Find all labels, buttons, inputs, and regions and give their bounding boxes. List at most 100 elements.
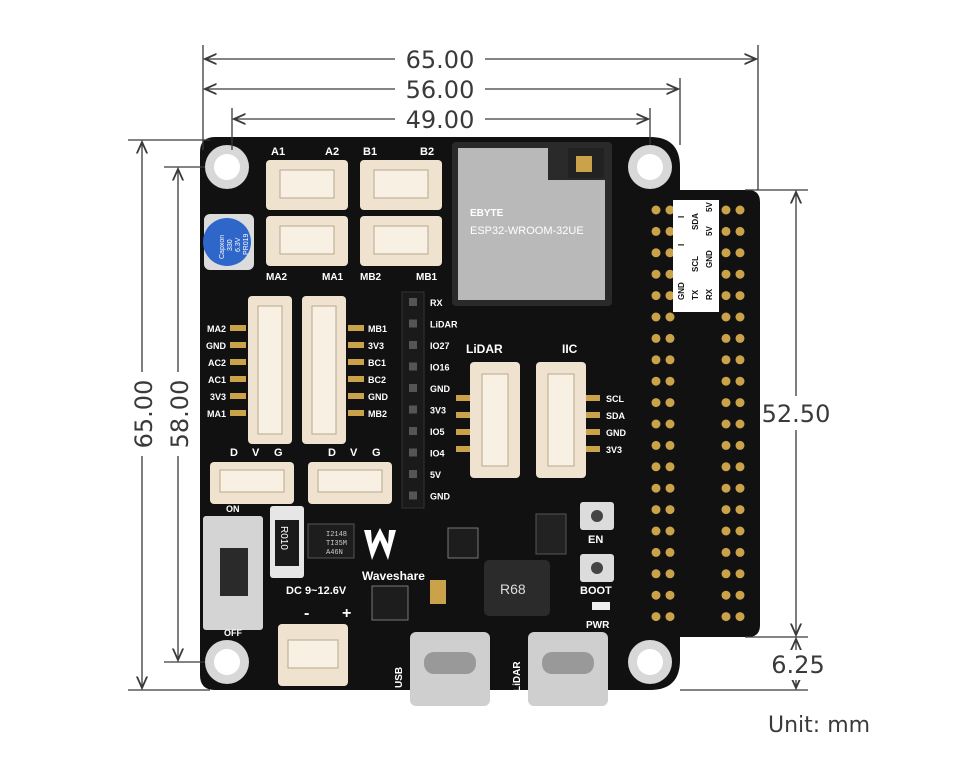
dc-power-connector — [278, 624, 348, 686]
gpio-pin — [665, 333, 675, 343]
left-pin-pad — [230, 359, 246, 365]
chip-text-3: A46N — [326, 549, 343, 557]
motor-ports: A1 A2 B1 B2 MA2 MA1 MB2 MB1 — [266, 146, 442, 283]
gpio-pin — [735, 291, 745, 301]
gpio-table-label: 5V — [705, 202, 714, 212]
current-sense-chip: I2148 TI35M A46N — [307, 523, 355, 559]
boot-button-label: BOOT — [580, 585, 612, 597]
gpio-pin — [651, 333, 661, 343]
polarity-plus: + — [342, 605, 351, 622]
chip-text-1: I2148 — [326, 531, 347, 539]
lidar-usb-port-label: LiDAR — [512, 661, 523, 692]
pwr-led: PWR — [586, 602, 610, 631]
right-pin-pad — [348, 359, 364, 365]
gpio-pin — [721, 590, 731, 600]
iic-pin-pad — [586, 429, 600, 435]
header-pin-label: GND — [430, 384, 451, 394]
header-pin-label: IO5 — [430, 427, 445, 437]
gpio-pin — [721, 569, 731, 579]
header-pin-label: IO27 — [430, 341, 450, 351]
left-pin-label: AC2 — [208, 358, 226, 368]
gpio-pin — [735, 590, 745, 600]
lidar-pin-pad — [456, 395, 470, 401]
gpio-pin — [721, 248, 731, 258]
waveshare-logo: Waveshare — [362, 528, 425, 583]
gpio-pin — [721, 612, 731, 622]
power-inductor: R68 — [484, 560, 550, 616]
dim-right-bottom: 6.25 — [771, 651, 824, 679]
left-pin-label: MA1 — [207, 409, 226, 419]
servo1-v: V — [252, 447, 260, 459]
label-a2: A2 — [325, 146, 339, 158]
gpio-pin — [665, 205, 675, 215]
polarity-minus: - — [304, 605, 309, 622]
dim-top-inner: 49.00 — [406, 106, 475, 134]
gpio-pin — [651, 248, 661, 258]
iic-pin-label: GND — [606, 428, 627, 438]
gpio-pin — [651, 291, 661, 301]
gpio-pin — [651, 419, 661, 429]
gpio-pin — [721, 419, 731, 429]
servo2-d: D — [328, 447, 336, 459]
left-pin-pad — [230, 325, 246, 331]
gpio-pin — [721, 333, 731, 343]
right-pin-pad — [348, 393, 364, 399]
right-pin-label: BC2 — [368, 375, 386, 385]
left-pin-label: MA2 — [207, 324, 226, 334]
header-pin — [409, 427, 417, 435]
left-pin-pad — [230, 342, 246, 348]
gpio-pin — [721, 269, 731, 279]
right-pin-label: BC1 — [368, 358, 386, 368]
cap-text-2: 330 — [227, 239, 234, 251]
gpio-pin — [735, 483, 745, 493]
boot-button[interactable]: BOOT — [580, 554, 614, 597]
gpio-pin — [651, 547, 661, 557]
gpio-pin — [735, 612, 745, 622]
gpio-table-label: TX — [691, 289, 700, 300]
dim-right-header: 52.50 — [762, 400, 831, 428]
en-button-label: EN — [588, 534, 603, 546]
gpio-pin — [665, 526, 675, 536]
en-button[interactable]: EN — [580, 502, 614, 546]
pwr-label: PWR — [586, 620, 610, 631]
gpio-pin — [721, 440, 731, 450]
gpio-pin — [735, 526, 745, 536]
gpio-table-label: I — [677, 216, 686, 218]
chip-text-2: TI35M — [326, 540, 347, 548]
header-pin-label: GND — [430, 492, 451, 502]
mounting-hole-bl — [205, 640, 249, 684]
gpio-pin — [735, 312, 745, 322]
iic-pin-label: SDA — [606, 411, 626, 421]
label-b2: B2 — [420, 146, 434, 158]
gpio-pin — [665, 483, 675, 493]
dim-top-mid: 56.00 — [406, 76, 475, 104]
cap-text-4: PR019 — [243, 233, 250, 255]
iic-pin-pad — [586, 395, 600, 401]
gpio-pin — [665, 547, 675, 557]
header-pin — [409, 319, 417, 328]
left-pin-label: GND — [206, 341, 227, 351]
gpio-pin — [651, 440, 661, 450]
gpio-pin — [665, 612, 675, 622]
dim-left-inner: 58.00 — [166, 380, 194, 449]
gpio-pin — [721, 462, 731, 472]
gpio-pin — [721, 355, 731, 365]
shunt-resistor: R010 — [270, 506, 304, 578]
gpio-pin — [721, 291, 731, 301]
right-pin-label: GND — [368, 392, 389, 402]
iic-pin-pad — [586, 412, 600, 418]
right-pin-label: 3V3 — [368, 341, 384, 351]
gpio-pin — [665, 376, 675, 386]
gpio-pin — [665, 419, 675, 429]
header-pin — [409, 384, 417, 392]
gpio-pin — [721, 526, 731, 536]
brand-label: Waveshare — [362, 569, 425, 583]
header-pin — [409, 341, 417, 349]
dim-top-overall: 65.00 — [406, 46, 475, 74]
label-mb1: MB1 — [416, 272, 438, 283]
mounting-hole-tr — [628, 145, 672, 189]
gpio-pin — [651, 590, 661, 600]
gpio-pin — [651, 398, 661, 408]
label-ma2: MA2 — [266, 272, 288, 283]
